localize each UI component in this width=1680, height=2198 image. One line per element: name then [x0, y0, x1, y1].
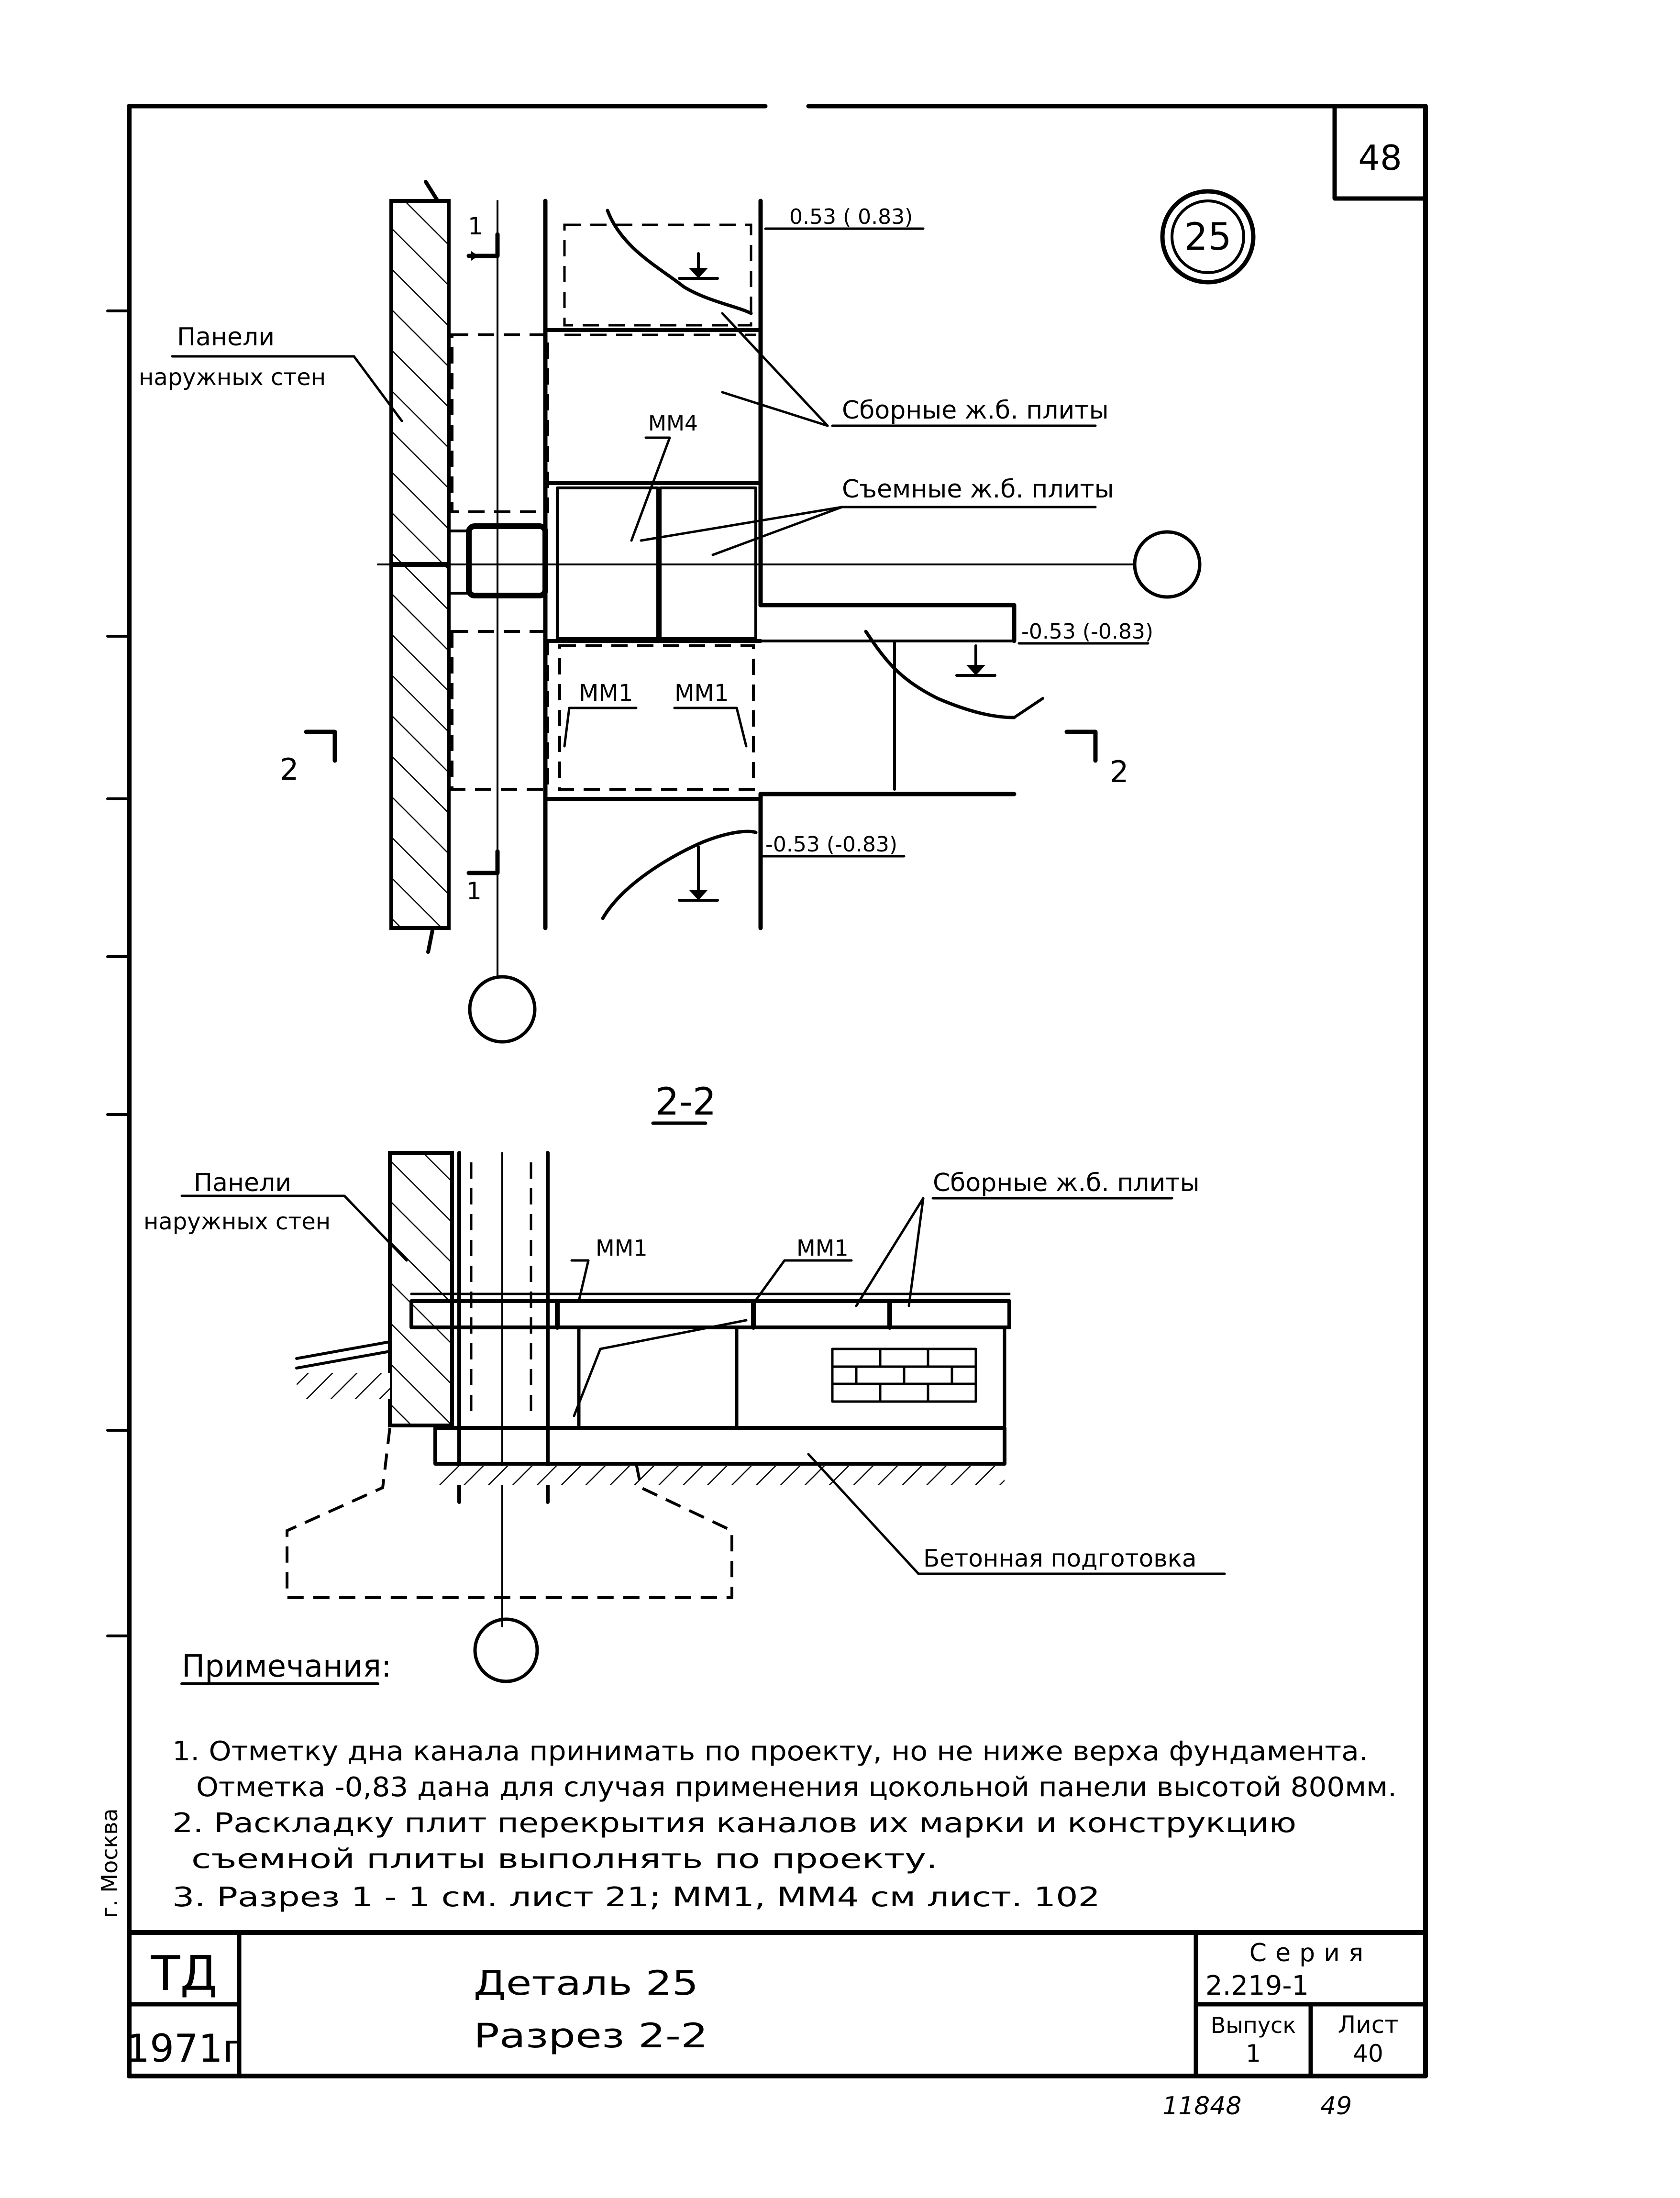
concrete-prep	[433, 1426, 1006, 1466]
section-title: 2-2	[655, 1081, 716, 1124]
notes: Примечания: 1. Отметку дна канала приним…	[172, 1649, 1397, 1913]
margin-stamp: г. Москва	[97, 1808, 122, 1918]
title-line-1: Деталь 25	[474, 1964, 698, 2003]
footer-left-number: 11848	[1162, 2092, 1241, 2121]
ground-hatch-bottom	[435, 1466, 1005, 1485]
sheet-value: 40	[1353, 2040, 1383, 2067]
precast-slabs-label: Сборные ж.б. плиты	[842, 396, 1109, 425]
section-mark-1-bottom: 1	[466, 849, 500, 905]
axis-circle-right	[1133, 530, 1202, 599]
title-block: ТД 1971г Деталь 25 Разрез 2-2 Серия 2.21…	[125, 1930, 1428, 2078]
note-line-5: 3. Разрез 1 - 1 см. лист 21; ММ1, ММ4 см…	[172, 1882, 1100, 1913]
removable-slabs-label: Съемные ж.б. плиты	[842, 475, 1114, 504]
issue-label: Выпуск	[1211, 2012, 1296, 2038]
section-wall-panel	[388, 1151, 454, 1427]
section-wall-panels-label-line2: наружных стен	[144, 1208, 331, 1235]
wall-panel-upper	[389, 199, 451, 566]
section-mark-2-right-label: 2	[1110, 754, 1128, 789]
section-mark-1-bottom-label: 1	[466, 877, 482, 905]
detail-marker-number: 25	[1184, 216, 1231, 259]
series-label: Серия	[1249, 1939, 1372, 1967]
wall-panels-label-line2: наружных стен	[139, 364, 326, 391]
notes-heading: Примечания:	[182, 1649, 392, 1684]
plan-view: 0.53 ( 0.83) -0.53 (-0.83) -0.53 (-0.83)…	[139, 180, 1202, 1044]
section-mark-1-top: 1	[466, 212, 500, 261]
td-mark: ТД	[150, 1945, 217, 2001]
level-bottom-label: -0.53 (-0.83)	[765, 832, 897, 857]
sheet-label: Лист	[1338, 2011, 1399, 2039]
detail-marker: 25	[1160, 189, 1256, 285]
level-right-label: -0.53 (-0.83)	[1021, 619, 1153, 644]
section-slab	[409, 1299, 1011, 1329]
section-precast-slabs-label: Сборные ж.б. плиты	[933, 1169, 1200, 1197]
section-wall-panels-label-line1: Панели	[194, 1169, 291, 1197]
note-line-2: Отметка -0,83 дана для случая применения…	[196, 1772, 1397, 1803]
axis-circle-bottom	[468, 975, 537, 1044]
section-mm1-right: ММ1	[796, 1235, 849, 1261]
wall-panels-label-line1: Панели	[177, 323, 275, 352]
level-marker-bottom: -0.53 (-0.83)	[678, 832, 906, 902]
ground-hatch-left	[297, 1373, 390, 1399]
title-line-2: Разрез 2-2	[474, 2016, 708, 2055]
section-2-2: 2-2	[144, 1081, 1226, 1683]
section-axis-circle	[473, 1617, 539, 1683]
section-mark-2-right: 2	[1064, 729, 1128, 789]
mm4-label: ММ4	[648, 411, 698, 436]
page-number-box: 48	[1332, 104, 1428, 201]
brick-pattern	[831, 1348, 977, 1403]
mm1-right-label: ММ1	[674, 680, 729, 707]
concrete-prep-label: Бетонная подготовка	[923, 1545, 1197, 1572]
section-mark-2-left: 2	[280, 729, 337, 787]
level-top-label: 0.53 ( 0.83)	[789, 205, 913, 229]
footer-right-number: 49	[1320, 2092, 1352, 2121]
year: 1971г	[125, 2026, 243, 2071]
wall-panel-lower	[389, 563, 451, 930]
note-line-4: съемной плиты выполнять по проекту.	[191, 1844, 938, 1875]
level-marker-right: -0.53 (-0.83)	[955, 619, 1153, 677]
margin-ticks	[106, 309, 131, 1637]
level-marker-top: 0.53 ( 0.83)	[678, 205, 925, 280]
page-number: 48	[1358, 138, 1402, 178]
series-value: 2.219-1	[1205, 1970, 1309, 2001]
mm1-left-label: ММ1	[579, 680, 633, 707]
section-mm1-left: ММ1	[596, 1235, 648, 1261]
section-mark-1-top-label: 1	[468, 212, 483, 240]
section-mark-2-left-label: 2	[280, 752, 298, 787]
joint-block	[466, 523, 548, 598]
note-line-1: 1. Отметку дна канала принимать по проек…	[172, 1736, 1368, 1767]
issue-value: 1	[1246, 2040, 1261, 2067]
note-line-3: 2. Раскладку плит перекрытия каналов их …	[172, 1808, 1296, 1839]
